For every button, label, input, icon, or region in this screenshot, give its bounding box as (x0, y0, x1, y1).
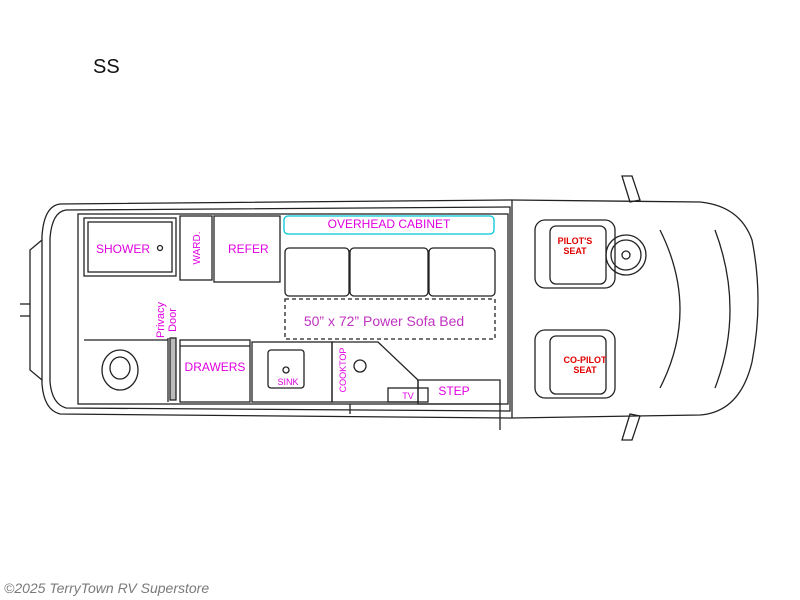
mirror-left (621, 175, 641, 203)
mirror-right (621, 413, 641, 441)
sofa-bed-outline (284, 298, 496, 340)
pilot-seat-label-2: SEAT (563, 246, 587, 256)
model-label: SS (93, 56, 120, 78)
sofa-seat-3 (428, 247, 496, 297)
tv-label: TV (402, 391, 414, 401)
van-body-inner (49, 206, 511, 412)
pilot-seat (534, 219, 616, 289)
overhead-cabinet-label: OVERHEAD CABINET (328, 217, 451, 231)
copilot-seat-label-1: CO-PILOT (564, 355, 607, 365)
copilot-seat (534, 329, 616, 399)
step-label: STEP (438, 384, 469, 398)
drawers-label: DRAWERS (185, 360, 246, 374)
privacy-label-1: Privacy (155, 301, 167, 338)
drawers-cabinet (179, 339, 251, 403)
pilot-seat-label-1: PILOT'S (558, 236, 593, 246)
tv-outline (387, 387, 429, 403)
refer-label: REFER (228, 242, 269, 256)
privacy-label-2: Door (167, 308, 179, 332)
van-body-outline (41, 199, 759, 419)
overhead-cabinet-line (283, 215, 495, 235)
galley-counter (251, 341, 333, 403)
shower-area (83, 217, 177, 277)
dashboard (659, 229, 681, 389)
wardrobe (179, 215, 213, 281)
wardrobe-label: WARD. (192, 232, 203, 265)
sink-basin (267, 349, 305, 389)
cooktop-label: COOKTOP (338, 348, 348, 393)
privacy-door-hatch (169, 337, 177, 401)
refrigerator (213, 215, 281, 283)
sofa-seat-2 (349, 247, 429, 297)
sink-label: SINK (277, 377, 298, 387)
steering-wheel (605, 234, 647, 276)
interior-floor (77, 213, 509, 405)
rear-bumper (29, 239, 43, 381)
sofa-seat-1 (284, 247, 350, 297)
copilot-seat-label-2: SEAT (573, 365, 597, 375)
shower-label: SHOWER (96, 242, 150, 256)
toilet (101, 349, 139, 391)
sofa-bed-label: 50” x 72” Power Sofa Bed (304, 313, 464, 329)
copyright-footer: ©2025 TerryTown RV Superstore (4, 580, 210, 596)
